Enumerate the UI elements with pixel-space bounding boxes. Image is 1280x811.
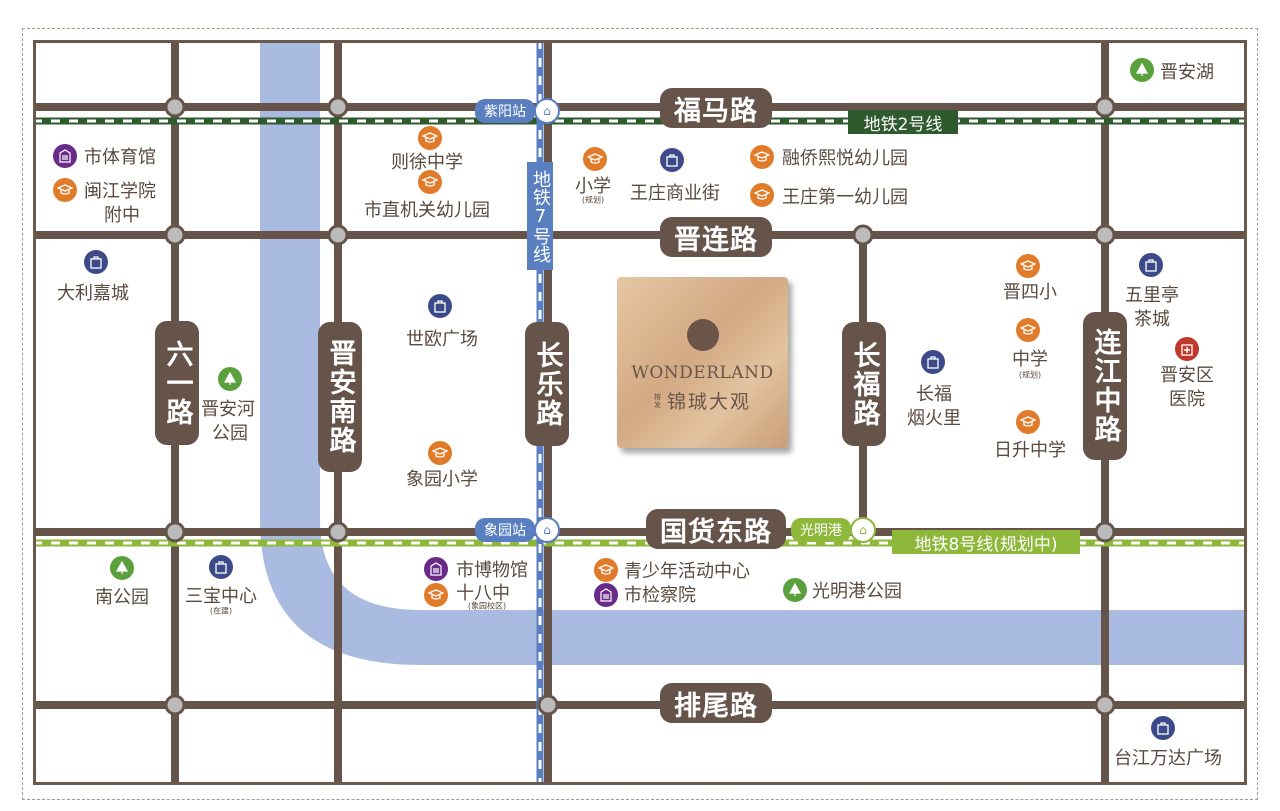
gov-icon [594,583,618,607]
poi-label-line2: 医院 [1169,389,1205,410]
school-icon [583,147,607,171]
metro-line-2-label: 地铁2号线 [848,110,958,135]
poi-label: 大利嘉城 [57,283,129,304]
shopping-icon [1151,716,1175,740]
swirl-logo-icon [686,319,719,351]
poi-label: 晋安河 [201,399,255,420]
poi-label: 南公园 [95,587,149,608]
poi-label: 光明港公园 [812,581,902,602]
poi-label: 长福 [916,384,952,405]
poi-label: 市体育馆 [84,147,156,168]
poi-label-line2: 公园 [212,423,248,444]
road-label-jinlian: 晋连路 [660,217,772,257]
map-frame [33,40,1247,785]
metro-line-8-label: 地铁8号线(规划中) [892,530,1080,555]
station-xiangyuan: 象园站 [475,518,535,542]
poi-label-line2: 烟火里 [907,408,961,429]
poi-label: 市检察院 [624,585,696,606]
poi-label: 闽江学院 [84,181,156,202]
poi-label: 市博物馆 [456,560,528,581]
shopping-icon [921,350,945,374]
school-icon [1016,410,1040,434]
outer-dashed-border [22,28,1258,800]
poi-label: 象园小学 [406,469,478,490]
poi-note: (规划) [1018,370,1042,380]
road-label-liuyi: 六一路 [155,321,199,445]
shopping-icon [84,250,108,274]
poi-label: 日升中学 [994,440,1066,461]
poi-label: 晋四小 [1003,282,1057,303]
school-icon [594,558,618,582]
junctions [164,96,1116,716]
metro-station-icon: ⌂ [534,517,560,543]
metro-station-icon: ⌂ [850,517,876,543]
school-icon [418,126,442,150]
school-icon [1016,318,1040,342]
hospital-icon [1175,337,1199,361]
poi-label: 三宝中心 [185,586,257,607]
brand-name: 榕发 [653,392,661,409]
park-icon [218,367,242,391]
station-ziyang: 紫阳站 [475,99,535,123]
poi-note: (在建) [209,606,233,616]
poi-label: 十八中 [456,583,510,604]
poi-label-line2: 茶城 [1134,309,1170,330]
park-icon [1130,58,1154,82]
road-label-changle: 长乐路 [525,322,569,446]
road-label-fuma: 福马路 [660,88,772,128]
gov-icon [53,144,77,168]
poi-note: (规划) [581,195,605,205]
shopping-icon [428,294,452,318]
poi-label: 则徐中学 [391,152,463,173]
school-icon [418,170,442,194]
road-label-jinannan: 晋安南路 [318,322,362,472]
poi-note: (象园校区) [467,601,507,611]
poi-label: 世欧广场 [406,329,478,350]
poi-label: 青少年活动中心 [624,561,750,582]
road-label-changfu: 长福路 [842,322,886,446]
poi-label: 王庄商业街 [630,183,720,204]
poi-label: 王庄第一幼儿园 [782,187,908,208]
poi-label: 晋安湖 [1160,62,1214,83]
poi-label-line2: 附中 [104,205,140,226]
poi-label: 台江万达广场 [1114,748,1222,769]
shopping-icon [660,148,684,172]
poi-label: 小学 [575,176,611,197]
park-icon [783,578,807,602]
road-label-lianjiang: 连江中路 [1083,312,1127,460]
poi-label: 融侨熙悦幼儿园 [782,148,908,169]
metro-station-icon: ⌂ [534,98,560,124]
school-icon [424,583,448,607]
poi-label: 中学 [1012,349,1048,370]
project-name-cn: 锦珹大观 [666,391,751,413]
metro-line-7-label: 地铁7号线 [527,162,553,270]
shopping-icon [209,555,233,579]
poi-label: 晋安区 [1160,365,1214,386]
road-label-paiwei: 排尾路 [660,683,772,723]
river [260,43,1245,665]
museum-icon [424,557,448,581]
poi-label: 市直机关幼儿园 [364,200,490,221]
school-icon [750,145,774,169]
road-label-guohuo: 国货东路 [646,509,786,549]
school-icon [1016,254,1040,278]
poi-label: 五里亭 [1125,285,1179,306]
shopping-icon [1139,253,1163,277]
project-logo-card: WONDERLAND 榕发锦珹大观 [617,277,788,448]
school-icon [53,178,77,202]
project-name-en: WONDERLAND [631,363,774,383]
station-guangminggang: 光明港 [791,518,851,542]
park-icon [110,556,134,580]
school-icon [750,183,774,207]
school-icon [428,441,452,465]
